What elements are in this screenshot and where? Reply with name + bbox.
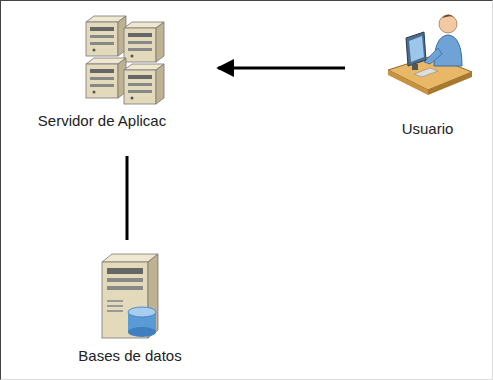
connector-arrow xyxy=(218,67,345,70)
node-icon xyxy=(80,12,170,107)
node-icon xyxy=(90,252,170,342)
connector-line xyxy=(126,156,129,240)
user-node: Usuario xyxy=(380,8,475,138)
server-node: Servidor de Aplicac xyxy=(12,12,192,130)
database-node: Bases de datos xyxy=(50,252,210,365)
node-label: Bases de datos xyxy=(50,347,210,365)
node-label: Servidor de Aplicac xyxy=(12,112,192,130)
node-icon xyxy=(384,8,474,103)
node-label: Usuario xyxy=(380,120,475,138)
